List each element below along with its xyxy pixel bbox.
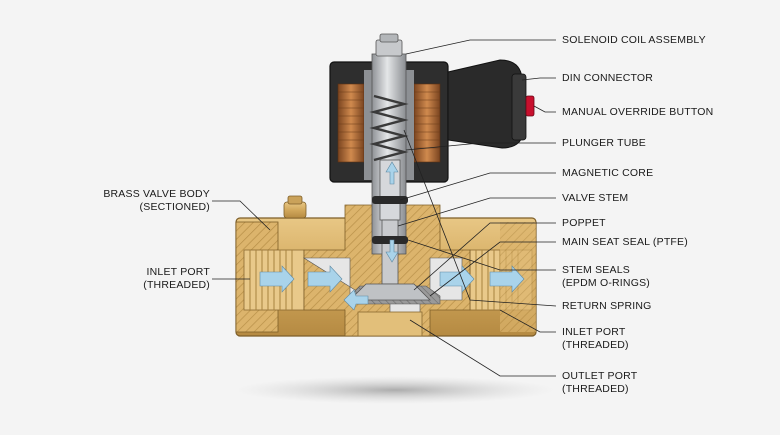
label-valve-stem: VALVE STEM <box>562 192 629 204</box>
label-inlet-port-right: INLET PORT(THREADED) <box>562 326 629 351</box>
return-spring <box>369 94 409 162</box>
label-manual-override-button: MANUAL OVERRIDE BUTTON <box>562 106 714 118</box>
label-inlet-port-left: INLET PORT(THREADED) <box>143 266 210 291</box>
leader-lines <box>212 39 557 377</box>
label-brass-valve-body: BRASS VALVE BODY(SECTIONED) <box>103 188 210 213</box>
label-outlet-port: OUTLET PORT(THREADED) <box>562 370 638 395</box>
label-poppet: POPPET <box>562 217 606 229</box>
label-return-spring: RETURN SPRING <box>562 300 652 312</box>
din-connector <box>447 59 535 149</box>
manual-override-button <box>525 95 535 117</box>
label-din-connector: DIN CONNECTOR <box>562 72 654 84</box>
flow-arrows <box>259 161 525 311</box>
label-magnetic-core: MAGNETIC CORE <box>562 167 654 179</box>
label-solenoid-coil-assembly: SOLENOID COIL ASSEMBLY <box>562 34 706 46</box>
stem-seals <box>372 196 408 204</box>
label-stem-seals: STEM SEALS(EPDM O-RINGS) <box>562 264 650 289</box>
label-main-seat-seal: MAIN SEAT SEAL (PTFE) <box>562 236 688 248</box>
ground-shadow <box>235 376 555 404</box>
label-plunger-tube: PLUNGER TUBE <box>562 137 646 149</box>
